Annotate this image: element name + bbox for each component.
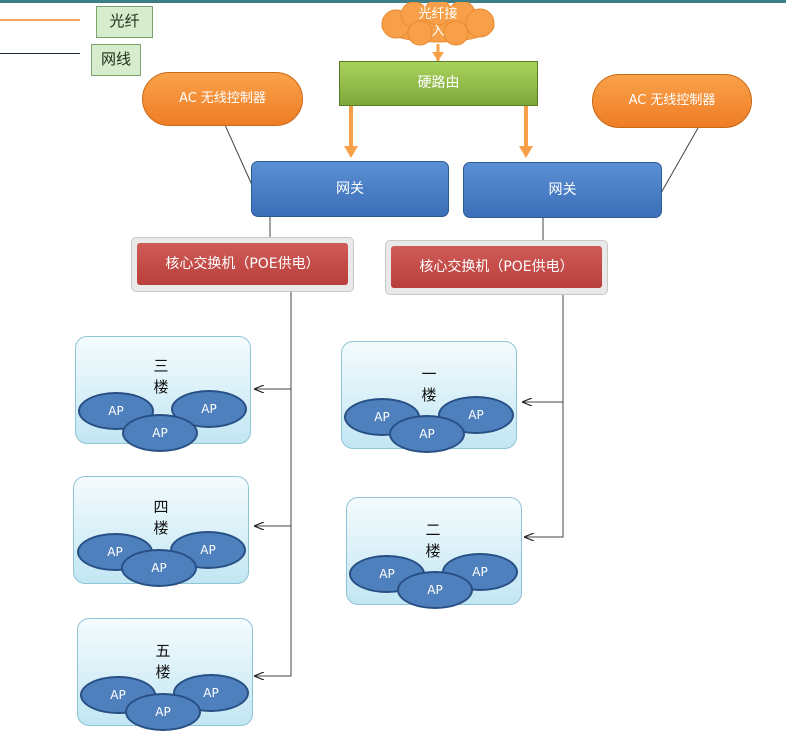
ap-floor3-center: AP [122,414,198,452]
line-switch-left-trunk [255,289,292,676]
gateway-right: 网关 [463,162,662,218]
ap-floor1-center: AP [389,415,465,453]
floor-label-3-line2: 楼 [153,378,169,396]
top-border [0,0,786,3]
floor-label-3: 三 楼 [151,356,171,398]
ap-floor2-center: AP [397,571,473,609]
legend-fiber-label: 光纤 [96,6,153,38]
floor-label-2: 二 楼 [423,520,443,562]
floor-label-4: 四 楼 [151,497,171,539]
ac-controller-left: AC 无线控制器 [142,72,303,126]
fiber-access-label: 光纤接 入 [374,6,502,40]
floor-label-5: 五 楼 [153,641,173,683]
floor-label-5-line1: 五 [155,642,171,660]
fiber-access-line1: 光纤接 [418,7,458,22]
floor-label-4-line1: 四 [153,498,169,516]
line-ac-right-gateway [660,127,699,194]
gateway-left: 网关 [251,161,449,217]
floor-label-1: 一 楼 [419,364,439,406]
legend-fiber-line [0,19,80,21]
floor-label-1-line2: 楼 [421,386,437,404]
cloud-icon [381,2,495,46]
ap-floor4-center: AP [121,549,197,587]
floor-label-4-line2: 楼 [153,519,169,537]
floor-label-3-line1: 三 [153,357,169,375]
ac-controller-right: AC 无线控制器 [592,74,752,128]
fiber-arrow-cloud-router [432,52,444,61]
core-switch-left: 核心交换机（POE供电） [137,243,348,285]
legend-network-line [0,53,80,54]
legend-network-label: 网线 [91,44,141,76]
floor-label-1-line1: 一 [421,365,437,383]
fiber-arrow-router-right [519,146,533,158]
core-switch-right: 核心交换机（POE供电） [391,246,602,288]
ap-floor5-center: AP [125,693,201,731]
fiber-access-line2: 入 [431,24,445,39]
floor-label-2-line1: 二 [425,521,441,539]
floor-label-5-line2: 楼 [155,663,171,681]
floor-label-2-line2: 楼 [425,542,441,560]
hard-router: 硬路由 [339,61,538,106]
line-ac-left-gateway [224,124,253,186]
fiber-arrow-router-left [344,146,358,158]
line-switch-right-trunk [525,292,564,537]
